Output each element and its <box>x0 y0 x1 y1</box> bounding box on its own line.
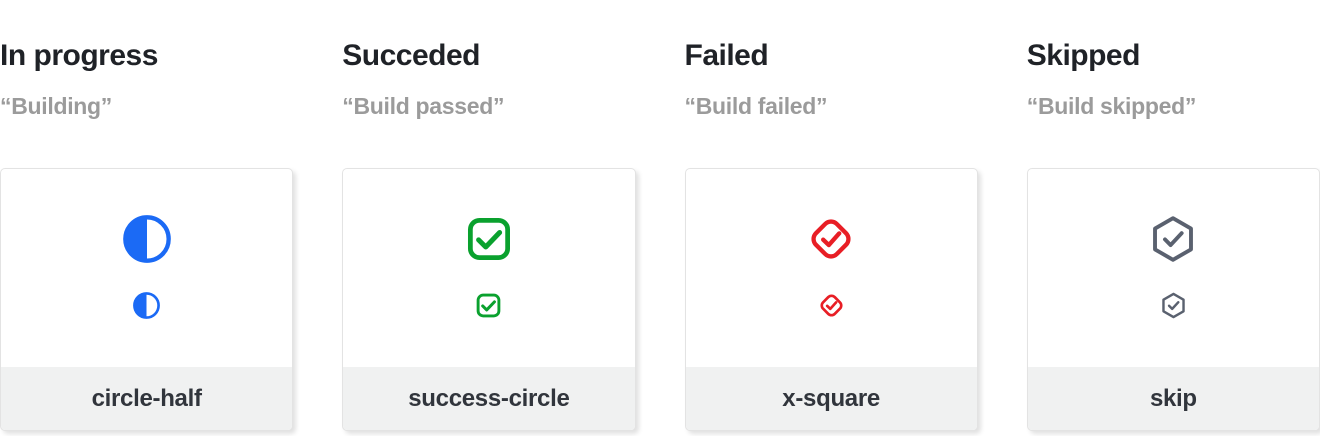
diamond-check-icon <box>817 291 846 320</box>
column-status-text: “Build skipped” <box>1026 93 1197 119</box>
hexagon-check-icon <box>1147 213 1199 265</box>
column-title: In progress <box>0 39 158 72</box>
icon-card-footer: skip <box>1027 367 1319 430</box>
column-status-text: “Build failed” <box>684 93 828 119</box>
icon-card-footer: success-circle <box>343 367 635 430</box>
column-succeded: Succeded “Build passed” succes <box>342 0 636 436</box>
column-title: Succeded <box>342 39 480 72</box>
circle-half-icon <box>121 213 173 265</box>
column-status-text: “Building” <box>0 93 112 119</box>
icon-card: skip <box>1026 168 1320 431</box>
column-failed: Failed “Build failed” x-square <box>684 0 978 436</box>
icon-card-body <box>686 169 977 367</box>
icon-card: circle-half <box>0 168 294 431</box>
icon-name-label: circle-half <box>91 384 202 412</box>
icon-card-body <box>1028 169 1319 367</box>
checkbox-check-icon <box>463 213 515 265</box>
icon-card-body <box>343 169 634 367</box>
icon-name-label: skip <box>1149 384 1197 412</box>
column-title: Failed <box>684 39 769 72</box>
icon-card: success-circle <box>342 168 636 431</box>
icon-name-label: x-square <box>782 384 880 412</box>
checkbox-check-icon <box>474 291 503 320</box>
column-title: Skipped <box>1026 39 1141 72</box>
icon-card-footer: x-square <box>685 367 977 430</box>
hexagon-check-icon <box>1159 291 1188 320</box>
diamond-check-icon <box>805 213 857 265</box>
column-status-text: “Build passed” <box>342 93 505 119</box>
icon-name-label: success-circle <box>408 384 570 412</box>
circle-half-icon <box>132 291 161 320</box>
column-in-progress: In progress “Building” circle- <box>0 0 294 436</box>
icon-card-body <box>1 169 292 367</box>
icon-card: x-square <box>684 168 978 431</box>
icon-card-footer: circle-half <box>1 367 293 430</box>
column-skipped: Skipped “Build skipped” skip <box>1026 0 1320 436</box>
